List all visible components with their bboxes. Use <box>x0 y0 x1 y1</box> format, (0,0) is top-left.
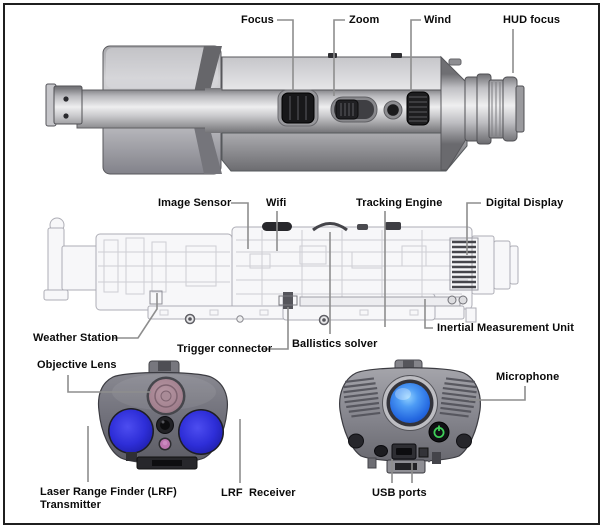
leader-focus <box>277 19 294 92</box>
label-ballistics-solver: Ballistics solver <box>292 338 378 350</box>
trigger-connector-port <box>283 292 293 309</box>
rear-bracket <box>53 85 83 125</box>
lrf-transmitter-lens <box>109 409 153 453</box>
leader-objective-lens <box>67 375 151 393</box>
label-weather-station: Weather Station <box>33 332 119 344</box>
label-image-sensor: Image Sensor <box>158 197 232 209</box>
left-knob <box>348 433 364 449</box>
zoom-slider-knob <box>335 99 359 120</box>
label-lrf-receiver: LRF Receiver <box>221 487 296 499</box>
housing-top-highlight <box>106 48 218 88</box>
eyepiece-tip <box>515 85 525 133</box>
display-ribs <box>452 240 476 289</box>
lrf-receiver-lens <box>179 410 223 454</box>
usb-port-small <box>418 447 429 458</box>
display-ribs-frame <box>449 237 479 291</box>
side-view-illustration <box>45 45 525 175</box>
label-inertial-measurement-unit: Inertial Measurement Unit <box>437 322 574 334</box>
label-tracking-engine: Tracking Engine <box>356 197 443 209</box>
label-wind: Wind <box>424 14 452 26</box>
rear-view-illustration <box>339 359 481 474</box>
tube-top-face <box>221 56 468 91</box>
label-trigger-connector: Trigger connector <box>177 343 273 355</box>
eyepiece-end-cap <box>502 76 518 142</box>
leader-image-sensor <box>231 202 249 249</box>
xray-eyepiece <box>471 235 495 295</box>
leader-imu <box>424 299 433 329</box>
tube-bottom-face <box>221 132 468 172</box>
leader-wind <box>410 19 421 91</box>
label-digital-display: Digital Display <box>486 197 564 209</box>
rear-barrel <box>76 89 210 129</box>
figure-border <box>3 3 600 525</box>
leader-microphone <box>469 386 526 401</box>
label-lrf-transmitter-line2: Transmitter <box>40 499 102 511</box>
label-lrf-transmitter: Laser Range Finder (LRF)Transmitter <box>40 486 177 512</box>
weather-station-module <box>149 290 163 305</box>
label-focus: Focus <box>241 14 274 26</box>
leader-lines <box>67 19 526 483</box>
rear-oval-button <box>374 445 388 457</box>
label-usb-ports: USB ports <box>372 487 427 499</box>
power-button <box>428 421 450 443</box>
leader-weather-station <box>112 293 158 339</box>
label-objective-lens: Objective Lens <box>37 359 117 371</box>
round-button <box>387 104 399 116</box>
label-microphone: Microphone <box>496 371 560 383</box>
imu-board <box>299 296 461 307</box>
leader-trigger-connector <box>263 307 289 350</box>
housing-notch-bottom-facet <box>194 114 222 174</box>
label-zoom: Zoom <box>349 14 380 26</box>
left-heatsink-fins <box>343 377 381 418</box>
right-knob <box>456 433 472 449</box>
front-view-illustration <box>97 360 229 470</box>
label-wifi: Wifi <box>266 197 287 209</box>
label-lrf-transmitter-line1: Laser Range Finder (LRF) <box>40 486 177 498</box>
carry-handle <box>312 222 348 232</box>
eyepiece-cone <box>440 55 469 171</box>
xray-view-illustration <box>43 217 519 326</box>
xray-housing <box>95 233 233 311</box>
leader-zoom <box>333 19 345 96</box>
eyepiece-lens <box>390 383 430 423</box>
leader-digital-display <box>466 202 481 255</box>
right-heatsink-fins <box>439 377 477 418</box>
label-hud-focus: HUD focus <box>503 14 561 26</box>
